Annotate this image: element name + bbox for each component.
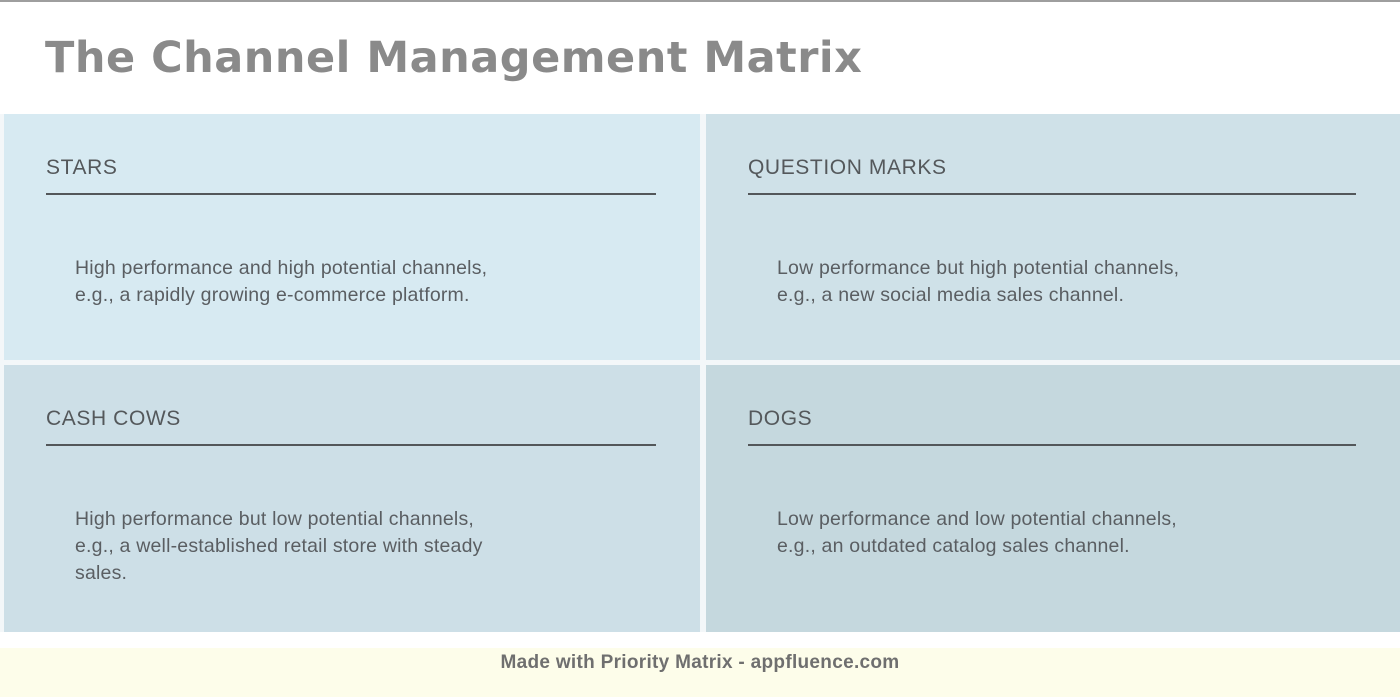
quadrant-stars-title: STARS (46, 156, 656, 196)
quadrant-dogs: DOGS Low performance and low potential c… (706, 365, 1400, 632)
quadrant-stars-description: High performance and high potential chan… (75, 257, 488, 307)
page-header: The Channel Management Matrix (0, 2, 1400, 114)
matrix-grid: STARS High performance and high potentia… (0, 114, 1400, 632)
quadrant-cash-cows: CASH COWS High performance but low poten… (4, 365, 700, 632)
quadrant-question-marks-title: QUESTION MARKS (748, 156, 1356, 196)
page-title: The Channel Management Matrix (45, 33, 863, 83)
quadrant-stars: STARS High performance and high potentia… (4, 114, 700, 360)
quadrant-cash-cows-title: CASH COWS (46, 407, 656, 447)
quadrant-dogs-title: DOGS (748, 407, 1356, 447)
footer-credit: Made with Priority Matrix - appfluence.c… (500, 652, 900, 673)
quadrant-dogs-description: Low performance and low potential channe… (777, 508, 1177, 558)
quadrant-cash-cows-description: High performance but low potential chann… (75, 508, 483, 585)
page-footer: Made with Priority Matrix - appfluence.c… (0, 648, 1400, 697)
quadrant-question-marks: QUESTION MARKS Low performance but high … (706, 114, 1400, 360)
quadrant-question-marks-description: Low performance but high potential chann… (777, 257, 1180, 307)
top-border (0, 0, 1400, 2)
